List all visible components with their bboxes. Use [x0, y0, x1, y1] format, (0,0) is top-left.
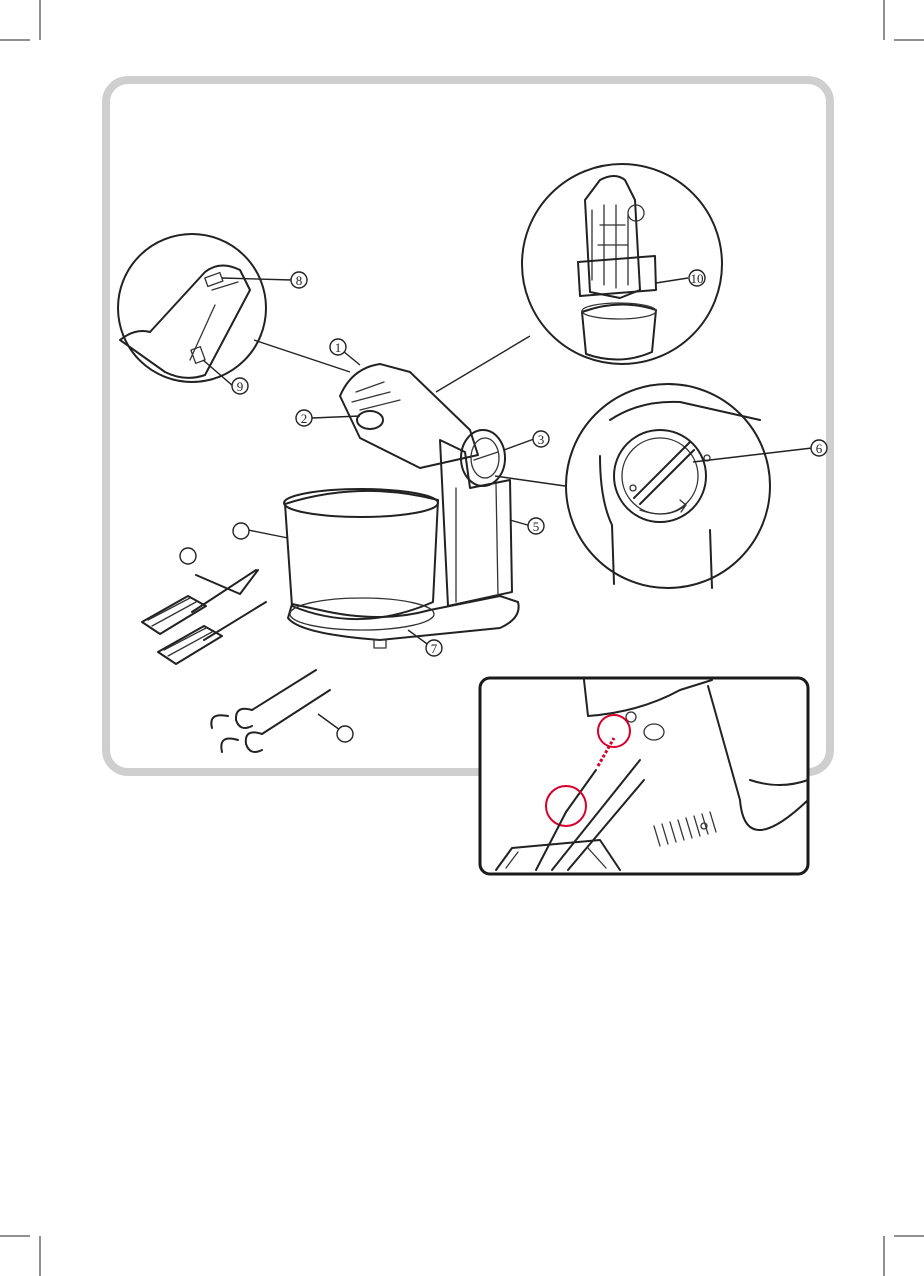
callout-label-2: 2	[301, 411, 308, 426]
callout-3: 3	[533, 431, 549, 447]
callout-label-8: 8	[296, 273, 303, 288]
callout-2: 2	[296, 410, 312, 426]
callout-label-3: 3	[538, 432, 545, 447]
buttons-detail	[118, 234, 292, 386]
callout-12	[337, 726, 353, 742]
callout-layer: 1 2 3 5 6 7 8 9 10	[180, 270, 827, 742]
callout-4	[233, 523, 249, 539]
callout-7: 7	[426, 640, 442, 656]
callout-8: 8	[291, 272, 307, 288]
callout-9: 9	[232, 378, 248, 394]
callout-6: 6	[811, 440, 827, 456]
callout-label-9: 9	[237, 379, 244, 394]
callout-label-1: 1	[335, 340, 342, 355]
beater-insertion-inset	[480, 678, 808, 874]
stand-mixer	[284, 364, 519, 648]
callout-circle-12	[337, 726, 353, 742]
callout-1: 1	[330, 339, 346, 355]
callout-label-5: 5	[533, 519, 540, 534]
dough-hooks	[211, 670, 340, 752]
callout-label-7: 7	[431, 641, 438, 656]
callout-circle-4	[233, 523, 249, 539]
diagram-frame	[106, 80, 830, 772]
attachment-socket-detail	[522, 164, 722, 364]
speed-dial-detail	[566, 384, 812, 588]
callout-circle-11	[180, 548, 196, 564]
callout-label-6: 6	[816, 441, 823, 456]
callout-10: 10	[689, 270, 705, 286]
callout-11	[180, 548, 196, 564]
callout-5: 5	[528, 518, 544, 534]
callout-label-10: 10	[691, 271, 704, 286]
beaters	[142, 570, 266, 664]
